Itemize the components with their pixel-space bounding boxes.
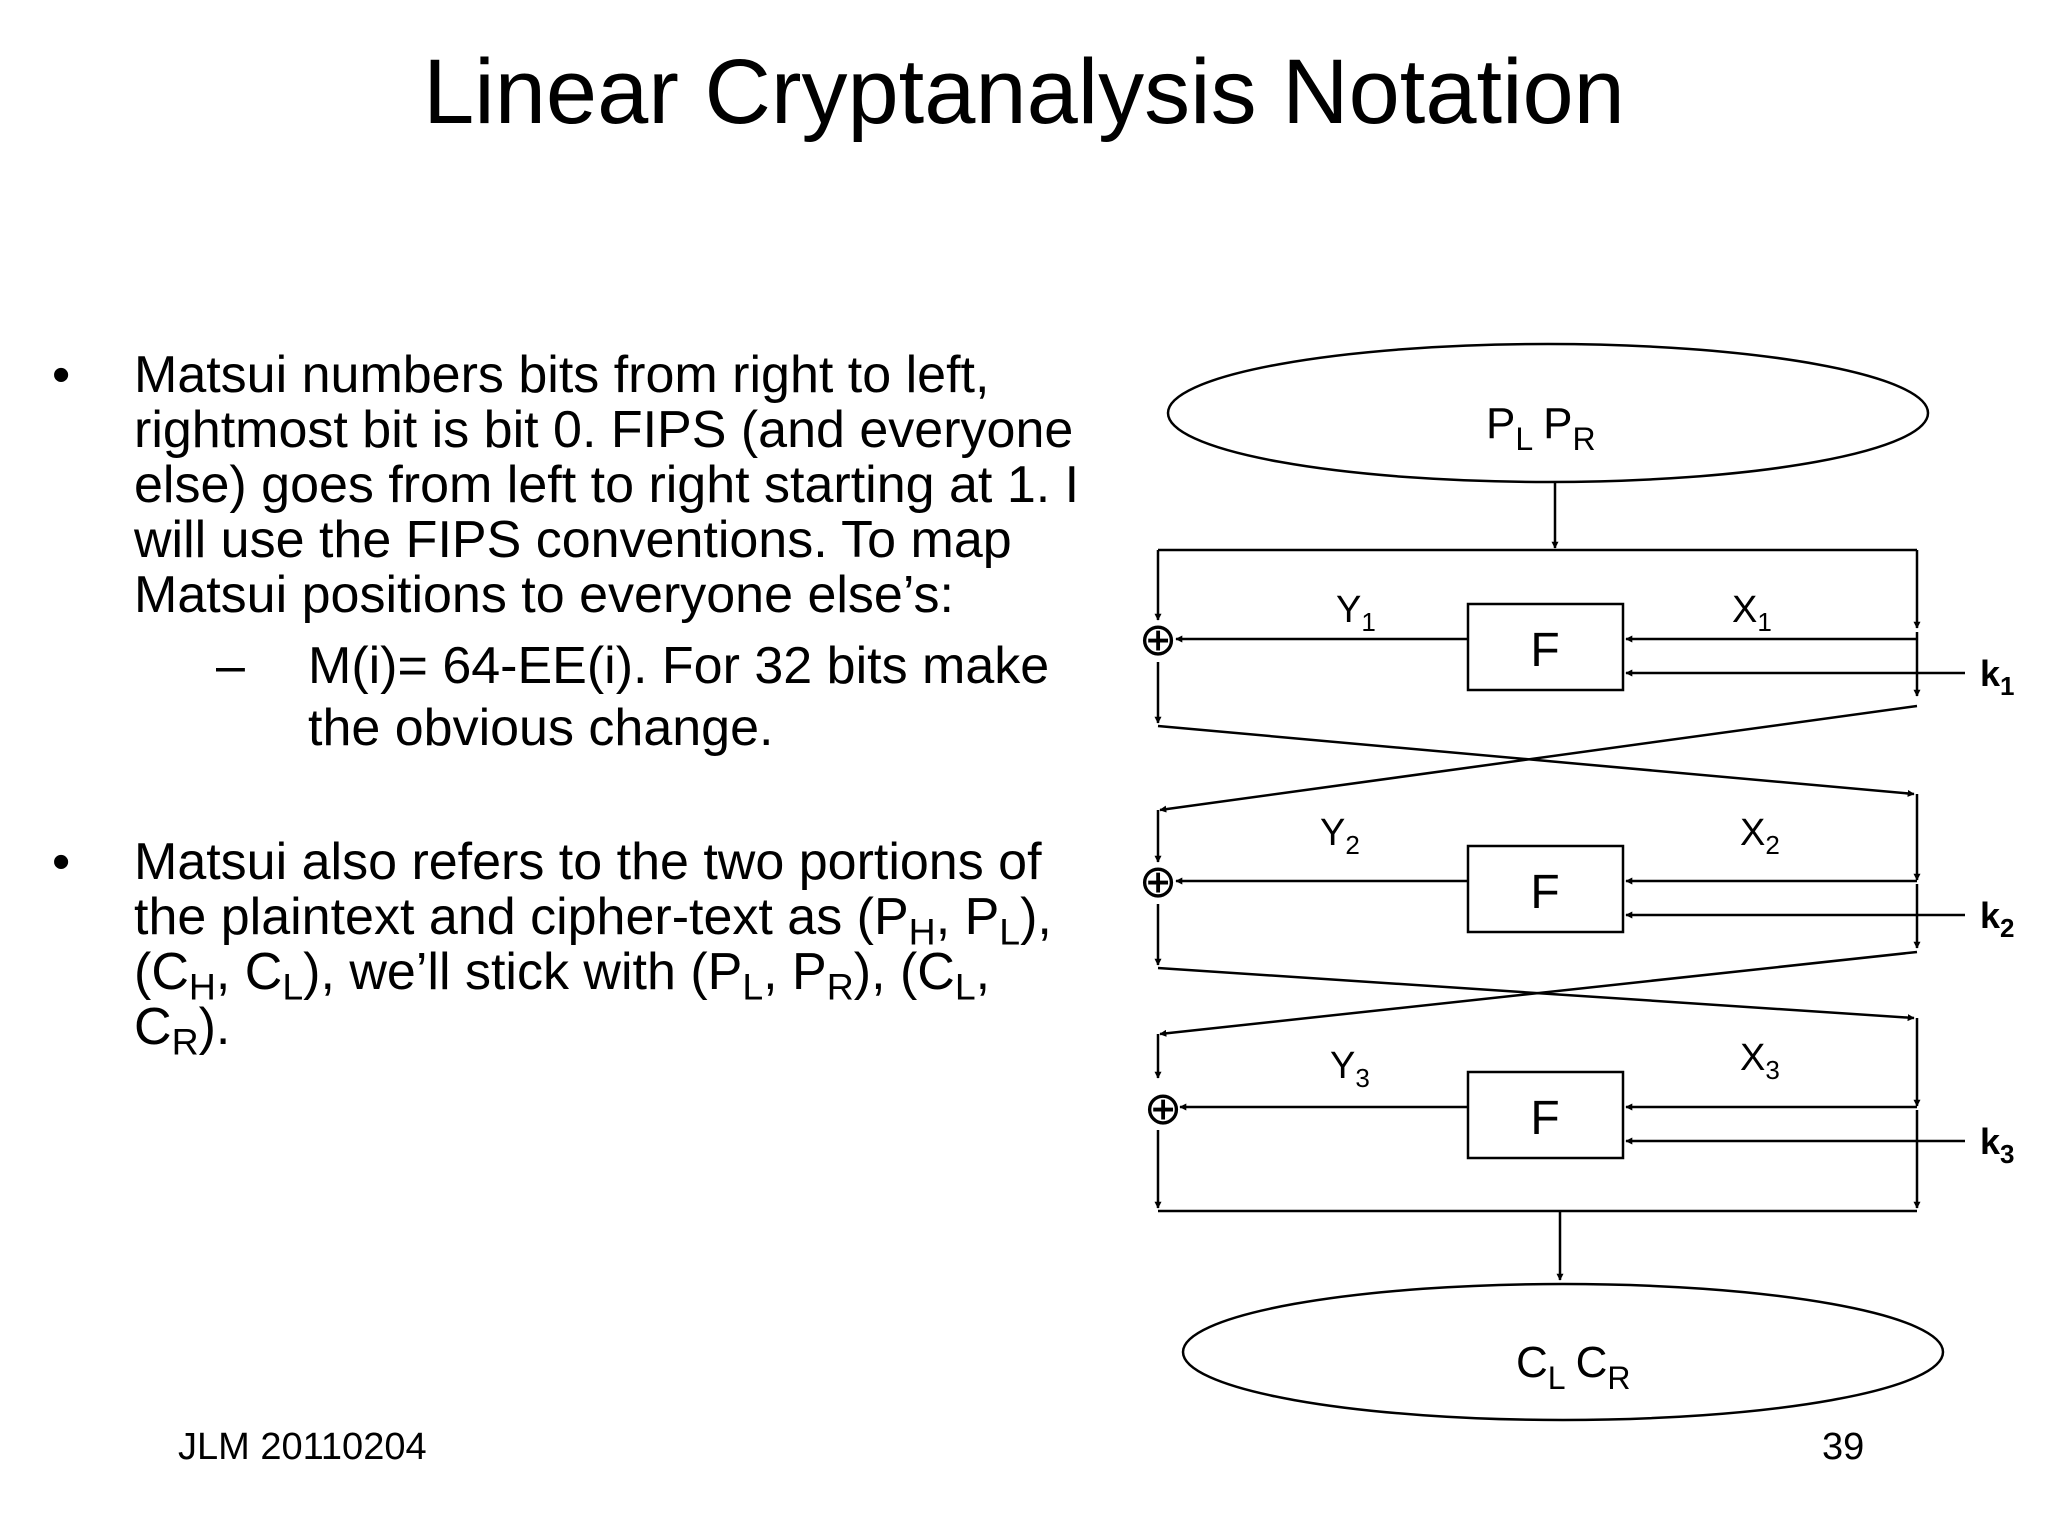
xor-symbols: ⊕ ⊕ ⊕: [1139, 613, 1183, 1134]
key-label-round-1: k1: [1980, 653, 2015, 701]
key-label-round-2: k2: [1980, 895, 2015, 943]
x-label-round-2: X2: [1740, 812, 1780, 860]
y-label-round-3: Y3: [1330, 1045, 1370, 1093]
sub-bullet-mapping: – M(i)= 64-EE(i). For 32 bits make the o…: [216, 637, 1050, 757]
bullet-plaintext-halves: • Matsui also refers to the two portions…: [52, 833, 1052, 1063]
xor-icon: ⊕: [1139, 855, 1178, 907]
key-label-round-3: k3: [1980, 1121, 2015, 1169]
x-label-round-1: X1: [1732, 589, 1772, 637]
xor-icon: ⊕: [1144, 1082, 1183, 1134]
f-box-round-1: [1466, 602, 1625, 692]
sub-bullet-text: M(i)= 64-EE(i). For 32 bits make the obv…: [308, 637, 1050, 757]
x-label-round-3: X3: [1740, 1037, 1780, 1085]
f-label-round-3: F: [1530, 1092, 1559, 1145]
bullet-text: Matsui also refers to the two portions o…: [134, 833, 1052, 1063]
f-label-round-2: F: [1530, 866, 1559, 919]
xor-icon: ⊕: [1139, 613, 1178, 665]
bullet-text: Matsui numbers bits from right to left, …: [134, 346, 1080, 624]
page-number: 39: [1822, 1426, 1865, 1468]
bullet-list: • Matsui numbers bits from right to left…: [52, 348, 1082, 1063]
footer-author-date: JLM 20110204: [178, 1426, 427, 1468]
slide-title: Linear Cryptanalysis Notation: [423, 41, 1625, 143]
f-label-round-1: F: [1530, 624, 1559, 677]
bullet-bit-numbering: • Matsui numbers bits from right to left…: [52, 348, 1082, 759]
ciphertext-ellipse: [1181, 1282, 1945, 1422]
f-box-round-2: [1466, 844, 1625, 934]
plaintext-ellipse: [1166, 342, 1930, 484]
f-box-round-3: [1466, 1070, 1625, 1160]
y-label-round-1: Y1: [1336, 589, 1376, 637]
y-label-round-2: Y2: [1320, 812, 1360, 860]
